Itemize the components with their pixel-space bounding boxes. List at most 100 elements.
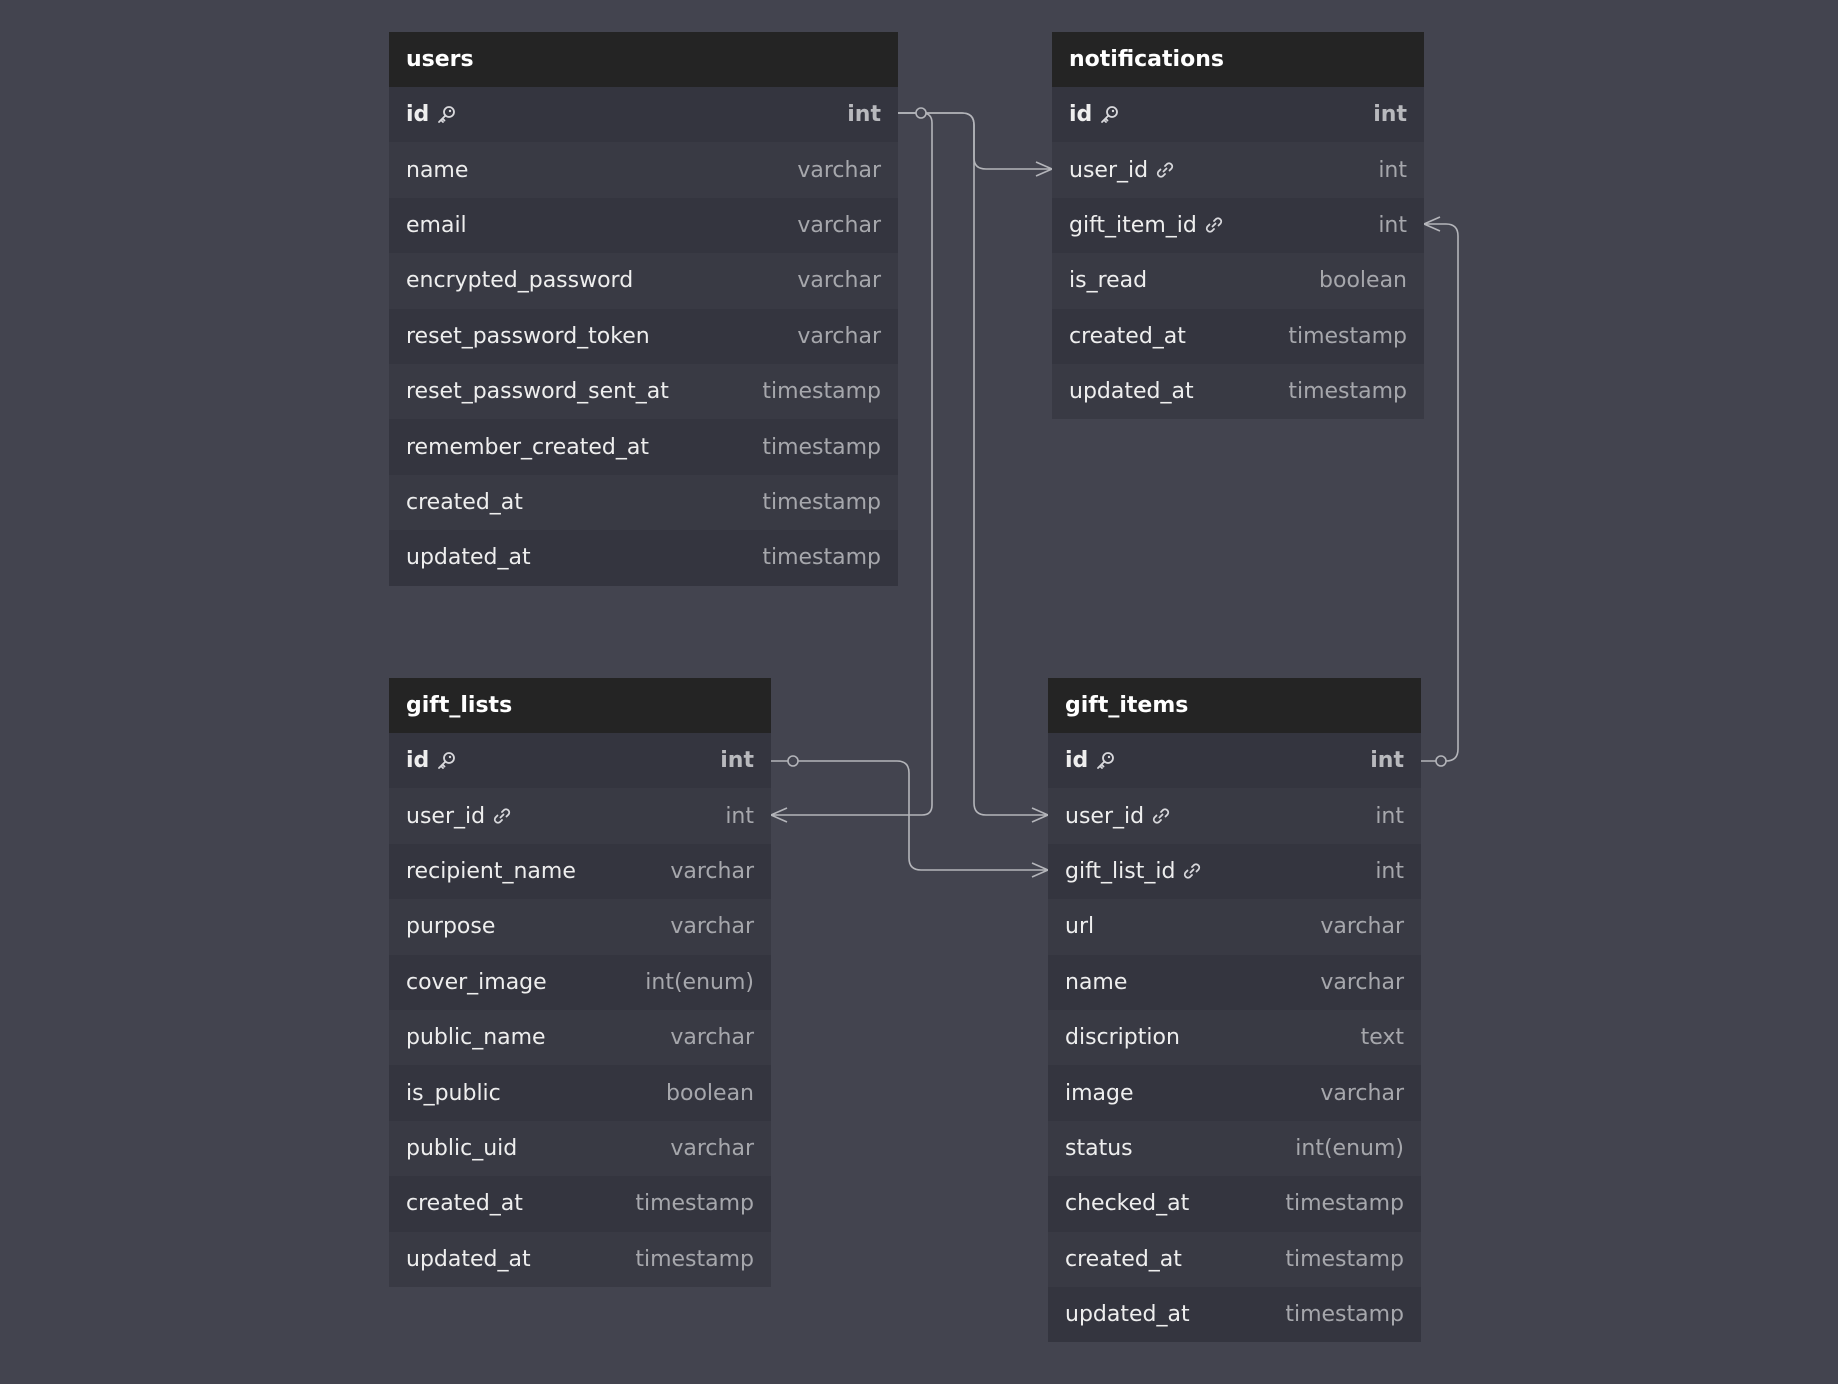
column-type: varchar	[1320, 1080, 1404, 1106]
column-name: updated_at	[1065, 1302, 1190, 1328]
column-name: name	[1065, 969, 1128, 995]
column-name-cell: user_id	[1069, 158, 1176, 183]
column-name: user_id	[1065, 803, 1145, 829]
foreign-key-link-icon	[1181, 860, 1203, 882]
table-title: notifications	[1069, 47, 1224, 72]
column-name-cell: updated_at	[1069, 379, 1194, 404]
column-name-cell: name	[1065, 970, 1127, 995]
crowfoot-gift-items-gift-list-id	[1031, 862, 1049, 878]
column-name: updated_at	[406, 545, 531, 571]
column-name-cell: encrypted_password	[406, 268, 633, 293]
column-row-purpose[interactable]: purpose varchar	[389, 899, 771, 955]
column-name: id	[1069, 102, 1093, 128]
rel-gift-lists-gift-items	[770, 760, 1048, 871]
column-name-cell: updated_at	[1065, 1302, 1190, 1327]
column-name: purpose	[406, 914, 496, 940]
column-name-cell: created_at	[406, 490, 523, 515]
column-name: encrypted_password	[406, 268, 634, 294]
column-name-cell: public_name	[406, 1025, 546, 1050]
column-row-public-name[interactable]: public_name varchar	[389, 1009, 771, 1066]
primary-key-icon	[1094, 750, 1116, 772]
column-name: user_id	[406, 803, 486, 829]
column-type: timestamp	[635, 1246, 754, 1272]
column-name: id	[1065, 748, 1089, 774]
column-type: varchar	[797, 157, 881, 183]
column-type: int	[720, 748, 754, 774]
foreign-key-link-icon	[1203, 214, 1225, 236]
column-row-user-id[interactable]: user_id int	[1052, 142, 1424, 198]
rel-users-notifications	[898, 112, 1052, 170]
column-name-cell: id	[1065, 748, 1116, 773]
column-name-cell: gift_item_id	[1069, 213, 1225, 238]
column-type: int	[1378, 157, 1407, 183]
column-name-cell: public_uid	[406, 1136, 517, 1161]
column-name: created_at	[406, 1191, 523, 1217]
column-name: public_uid	[406, 1135, 518, 1161]
column-name: updated_at	[1069, 379, 1194, 405]
column-name: url	[1065, 914, 1095, 940]
column-type: varchar	[670, 914, 754, 940]
table-title: gift_lists	[406, 693, 513, 718]
column-name-cell: created_at	[1069, 324, 1186, 349]
column-row-name[interactable]: name varchar	[1048, 954, 1421, 1010]
column-name-cell: reset_password_sent_at	[406, 379, 669, 404]
column-name-cell: id	[406, 102, 457, 127]
column-name-cell: url	[1065, 914, 1094, 939]
column-type: text	[1360, 1025, 1404, 1051]
column-name: reset_password_token	[406, 323, 650, 349]
column-name-cell: recipient_name	[406, 859, 576, 884]
table-header: gift_lists	[389, 678, 771, 733]
column-name-cell: user_id	[406, 804, 513, 829]
column-type: varchar	[670, 1025, 754, 1051]
table-header: gift_items	[1048, 678, 1421, 733]
table-title: gift_items	[1065, 693, 1189, 718]
column-name: user_id	[1069, 157, 1149, 183]
column-name-cell: created_at	[406, 1191, 523, 1216]
primary-key-icon	[435, 104, 457, 126]
column-type: varchar	[1320, 969, 1404, 995]
crowfoot-gift-lists-user-id	[770, 807, 788, 823]
column-type: timestamp	[762, 434, 881, 460]
one-end-users-id	[915, 107, 927, 119]
column-name-cell: email	[406, 213, 467, 238]
column-name: public_name	[406, 1025, 546, 1051]
column-name-cell: updated_at	[406, 545, 531, 570]
